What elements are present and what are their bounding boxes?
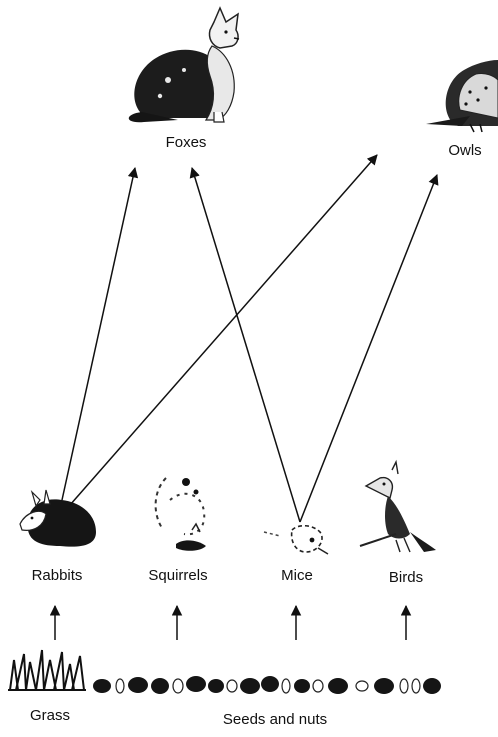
nut-icon: [374, 678, 394, 694]
label-owls: Owls: [448, 142, 481, 159]
label-mice: Mice: [281, 567, 313, 584]
label-rabbits: Rabbits: [32, 567, 83, 584]
arrow-rabbits-to-foxes: [62, 168, 135, 500]
food-web-arrows: [55, 155, 437, 640]
seed-icon: [227, 680, 237, 692]
seed-icon: [412, 679, 420, 693]
arrow-rabbits-to-owls: [70, 155, 377, 505]
seed-icon: [356, 681, 368, 691]
seed-icon: [116, 679, 124, 693]
arrow-mice-to-owls: [300, 175, 437, 522]
squirrel-icon: [156, 478, 206, 551]
seed-icon: [400, 679, 408, 693]
nut-icon: [186, 676, 206, 692]
owl-icon: [426, 60, 498, 132]
seed-icon: [282, 679, 290, 693]
nut-icon: [423, 678, 441, 694]
nut-icon: [328, 678, 348, 694]
grass-icon: [8, 650, 86, 690]
nut-icon: [240, 678, 260, 694]
label-squirrels: Squirrels: [148, 567, 207, 584]
nut-icon: [128, 677, 148, 693]
label-foxes: Foxes: [166, 134, 207, 151]
label-grass: Grass: [30, 707, 70, 724]
seed-icon: [313, 680, 323, 692]
seed-icon: [173, 679, 183, 693]
nut-icon: [294, 679, 310, 693]
nut-icon: [93, 679, 111, 693]
mouse-icon: [264, 526, 328, 554]
fox-icon: [129, 8, 239, 122]
nut-icon: [261, 676, 279, 692]
bird-icon: [360, 462, 436, 552]
nut-icon: [151, 678, 169, 694]
nut-icon: [208, 679, 224, 693]
label-birds: Birds: [389, 569, 423, 586]
rabbit-icon: [20, 490, 96, 547]
seeds-and-nuts-row: [93, 676, 441, 694]
arrow-mice-to-foxes: [192, 168, 300, 522]
label-seeds-and-nuts: Seeds and nuts: [223, 711, 327, 728]
